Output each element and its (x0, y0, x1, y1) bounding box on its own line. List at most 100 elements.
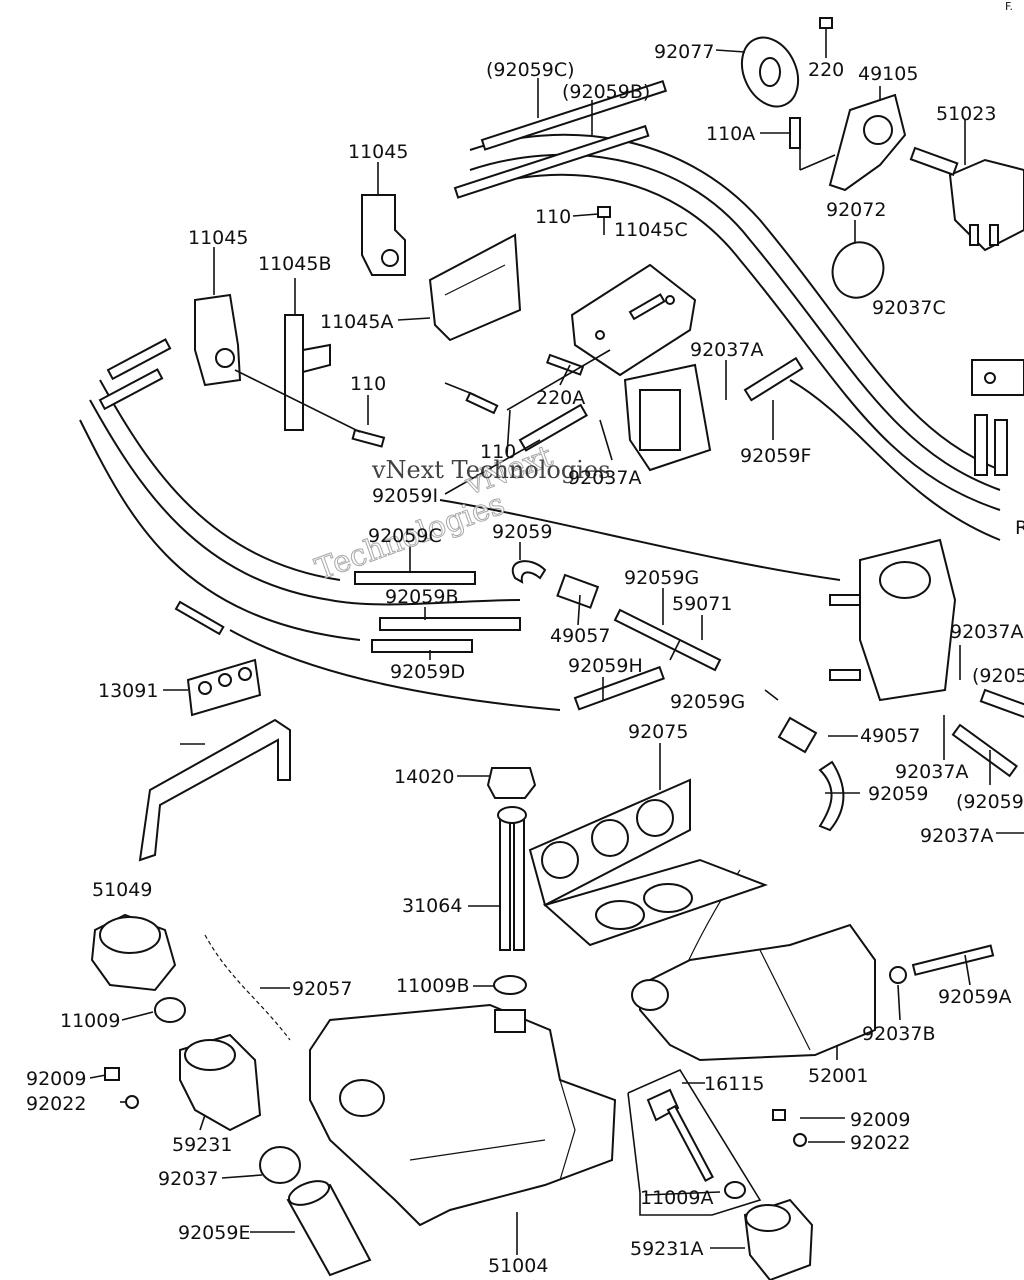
label-92059-paren-top: (9205 (972, 665, 1024, 687)
sender-31064 (497, 806, 527, 951)
label-49057-top: 49057 (550, 625, 610, 647)
label-92072: 92072 (826, 199, 886, 221)
bracket-49105 (828, 93, 907, 192)
screw-92009-right (772, 1109, 786, 1121)
bolt-110-mid (351, 428, 386, 448)
clamp-13091 (186, 658, 262, 717)
label-31064: 31064 (402, 895, 462, 917)
label-92077: 92077 (654, 41, 714, 63)
bolt-110-low (465, 391, 499, 415)
bolt-110-top (597, 206, 611, 235)
oring-11009B (493, 975, 527, 995)
label-92059-low: 92059 (868, 783, 928, 805)
label-11045-top: 11045 (348, 141, 408, 163)
label-92057: 92057 (292, 978, 352, 1000)
watermark: vNext Technologies vNext Technologies (310, 438, 610, 588)
label-49057-bottom: 49057 (860, 725, 920, 747)
label-92022-left: 92022 (26, 1093, 86, 1115)
label-13091: 13091 (98, 680, 158, 702)
clamp-92037B (889, 966, 907, 984)
hose-92059I (518, 403, 588, 452)
label-52001: 52001 (808, 1065, 868, 1087)
hose-92059E (286, 1180, 372, 1277)
label-92022-right: 92022 (850, 1132, 910, 1154)
label-92059D: 92059D (390, 661, 465, 683)
hose-segments (98, 80, 1024, 976)
label-92075: 92075 (628, 721, 688, 743)
hose-right-2 (994, 419, 1008, 476)
label-92009-left: 92009 (26, 1068, 86, 1090)
filler-neck-59231 (179, 1033, 262, 1132)
label-92037A-5: 92037A (920, 825, 993, 847)
cap-92077 (740, 36, 800, 108)
label-92059E: 92059E (178, 1222, 250, 1244)
cap-51049 (90, 913, 177, 992)
label-220A: 220A (536, 387, 585, 409)
label-92037B: 92037B (862, 1023, 935, 1045)
label-11045A: 11045A (320, 311, 393, 333)
label-59231: 59231 (172, 1134, 232, 1156)
label-92037A-4: 92037A (895, 761, 968, 783)
tank-52001 (631, 923, 876, 1062)
hose-92059H (573, 665, 665, 711)
bracket-92075 (528, 778, 768, 947)
fuel-pump (623, 363, 712, 472)
label-14020: 14020 (394, 766, 454, 788)
label-11009A: 11009A (640, 1187, 713, 1209)
label-110-top: 110 (535, 206, 571, 228)
washer-92022-left (125, 1095, 139, 1109)
fitting-59071 (613, 608, 722, 672)
hull-fitting-strap (138, 718, 291, 862)
leader-lines (89, 49, 1024, 1255)
fitting-right (971, 359, 1024, 396)
label-110-mid: 110 (350, 373, 386, 395)
filler-neck-59231A (743, 1198, 814, 1280)
label-51023: 51023 (936, 103, 996, 125)
label-110-low: 110 (480, 441, 516, 463)
hose-92059A (911, 944, 995, 976)
valve-51023 (909, 146, 1024, 252)
label-59071: 59071 (672, 593, 732, 615)
washer-92022-right (793, 1133, 807, 1147)
hose-right-1 (974, 414, 988, 476)
label-92059A: 92059A (938, 986, 1011, 1008)
label-92059I: 92059I (372, 485, 438, 507)
clamp-92072 (831, 241, 885, 299)
label-11045-left: 11045 (188, 227, 248, 249)
label-92037: 92037 (158, 1168, 218, 1190)
label-92059C-top: (92059C) (486, 59, 575, 81)
clamp-11045-top (361, 194, 406, 276)
label-16115: 16115 (704, 1073, 764, 1095)
bracket-11045A (428, 233, 522, 342)
hose-92059C-mid (354, 571, 476, 585)
bolt-220 (819, 17, 833, 50)
label-51004: 51004 (488, 1255, 548, 1277)
label-110A: 110A (706, 123, 755, 145)
label-11009: 11009 (60, 1010, 120, 1032)
label-92059F: 92059F (740, 445, 811, 467)
clamp-92037 (259, 1146, 301, 1184)
label-92059G-2: 92059G (670, 691, 745, 713)
chain-92057 (204, 934, 291, 1041)
carburetor (829, 538, 957, 702)
clamp-11045-left (194, 293, 242, 387)
label-92037C: 92037C (872, 297, 946, 319)
label-59231A: 59231A (630, 1238, 703, 1260)
corner-mark: F. (1005, 0, 1013, 13)
label-92059B-mid: 92059B (385, 586, 458, 608)
bolt-110A (789, 117, 801, 149)
bolt-220A (545, 353, 585, 376)
label-92059H: 92059H (568, 655, 643, 677)
fitting-49057-top (556, 573, 600, 609)
label-11009B: 11009B (396, 975, 469, 997)
fitting-49057-bottom (777, 716, 818, 754)
screw-92009-left (104, 1067, 120, 1081)
fuel-tank-51004 (309, 1003, 617, 1227)
part-labels: F. 92077 220 49105 51023 (92059C) (92059… (26, 0, 1024, 1277)
label-11045B: 11045B (258, 253, 331, 275)
label-92059C-mid: 92059C (368, 525, 442, 547)
label-R: R (1015, 517, 1024, 539)
label-49105: 49105 (858, 63, 918, 85)
plate-11045C (570, 263, 697, 377)
